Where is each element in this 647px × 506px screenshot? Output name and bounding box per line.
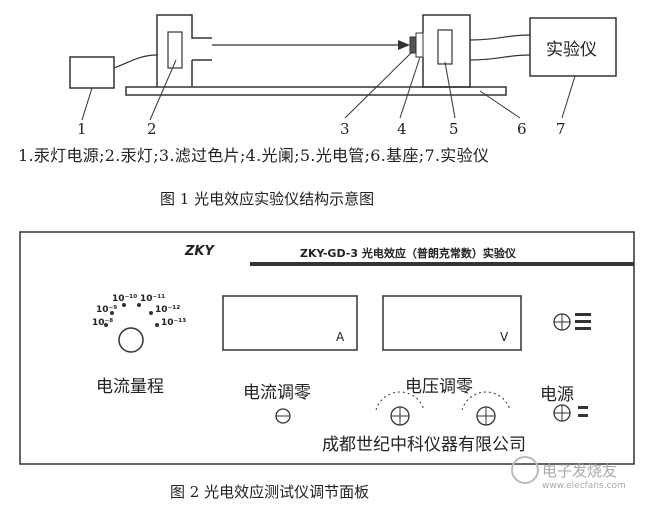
power-label: 电源: [540, 385, 574, 405]
voltage-knob-left: [375, 391, 425, 426]
phototube: [437, 29, 453, 65]
base-rail: [125, 86, 507, 96]
leader-3: [344, 51, 413, 119]
range-tick-3: 10⁻¹⁰: [112, 294, 138, 304]
range-label: 电流量程: [96, 377, 164, 397]
watermark-icon: [511, 456, 539, 484]
phototube-housing: [422, 14, 471, 88]
title-underline: [250, 262, 634, 266]
figure2-caption: 图 2 光电效应测试仪调节面板: [170, 483, 370, 501]
leader-5: [444, 61, 456, 119]
component-legend: 1.汞灯电源;2.汞灯;3.滤过色片;4.光阑;5.光电管;6.基座;7.实验仪: [18, 146, 490, 165]
meter-unit-a: A: [336, 330, 345, 344]
filter: [409, 36, 417, 54]
current-zero-label: 电流调零: [243, 383, 311, 403]
watermark-text: 电子发烧友: [542, 462, 618, 480]
model-title: ZKY-GD-3 光电效应（普朗克常数）实验仪: [300, 247, 516, 260]
leader-7: [561, 75, 576, 119]
cable-b: [469, 54, 531, 61]
aperture: [415, 32, 424, 58]
brand-logo: ZKY: [185, 244, 214, 259]
voltage-zero-label: 电压调零: [405, 377, 473, 397]
range-tick-4: 10⁻¹¹: [140, 294, 166, 304]
range-tick-5: 10⁻¹²: [155, 305, 181, 315]
lamp-housing: [156, 14, 212, 87]
num-7: 7: [556, 120, 566, 138]
figure1-caption: 图 1 光电效应实验仪结构示意图: [160, 190, 375, 208]
range-tick-2: 10⁻⁹: [96, 305, 118, 315]
current-zero-knob: [275, 408, 291, 424]
num-1: 1: [77, 120, 87, 138]
wire-1: [113, 54, 158, 69]
leader-2: [149, 59, 177, 121]
meter-switch: [553, 313, 571, 331]
num-2: 2: [147, 120, 157, 138]
lamp-power-box: [69, 56, 115, 89]
watermark-url: www.elecfans.com: [542, 481, 626, 491]
current-meter: [222, 295, 358, 351]
num-6: 6: [517, 120, 527, 138]
num-5: 5: [449, 120, 459, 138]
num-4: 4: [397, 120, 407, 138]
meter-unit-v: V: [500, 330, 509, 344]
leader-1: [81, 87, 93, 121]
leader-6: [479, 90, 521, 119]
num-3: 3: [340, 120, 350, 138]
leader-4: [399, 56, 421, 119]
power-switch: [553, 404, 571, 422]
cable-a: [469, 34, 531, 41]
light-arrow-head: [398, 40, 410, 50]
company-name: 成都世纪中科仪器有限公司: [322, 435, 526, 455]
range-knob: [118, 327, 144, 353]
voltage-meter: [382, 295, 522, 351]
instrument-box: [529, 17, 617, 77]
range-tick-6: 10⁻¹³: [161, 318, 187, 328]
instrument-label: 实验仪: [546, 40, 597, 60]
lamp: [167, 31, 183, 69]
voltage-knob-right: [461, 391, 511, 426]
range-tick-1: 10⁻⁸: [92, 318, 114, 328]
